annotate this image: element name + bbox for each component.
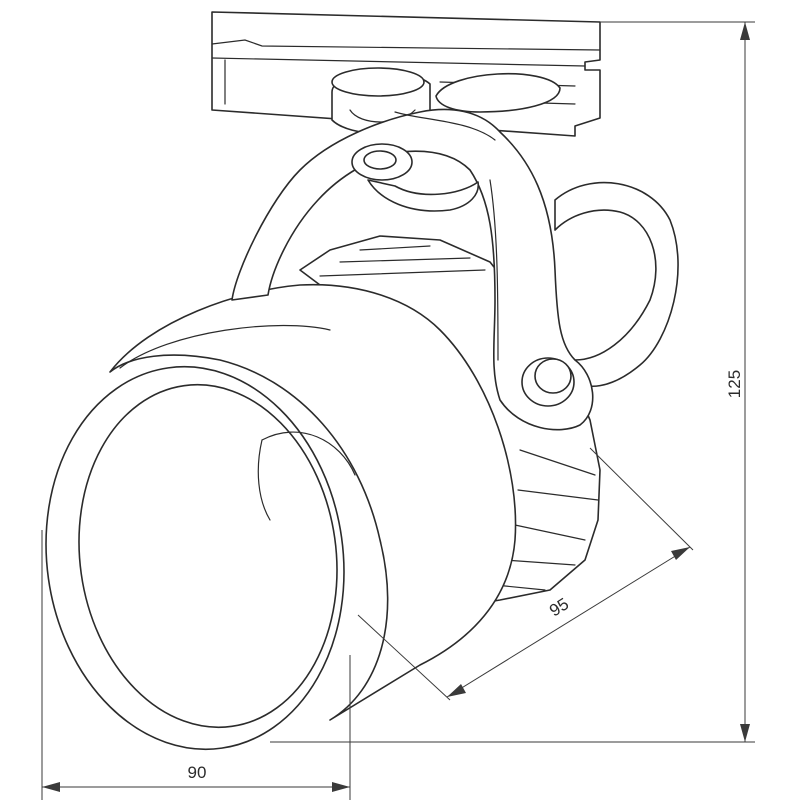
dimension-width: 90 xyxy=(41,530,351,800)
dimension-arrow xyxy=(42,782,60,792)
dimension-arrow xyxy=(740,724,750,742)
cable-loop xyxy=(554,181,679,387)
yoke-bracket xyxy=(231,108,594,431)
height-dimension-label: 125 xyxy=(725,370,744,398)
depth-dimension-label: 95 xyxy=(546,594,572,620)
dimension-height: 125 xyxy=(270,21,755,743)
dimension-arrow xyxy=(332,782,350,792)
width-dimension-label: 90 xyxy=(188,763,207,782)
dimension-arrow xyxy=(740,22,750,40)
front-bezel xyxy=(45,365,356,751)
dimension-arrow xyxy=(671,547,690,560)
dimension-arrow xyxy=(447,684,466,697)
